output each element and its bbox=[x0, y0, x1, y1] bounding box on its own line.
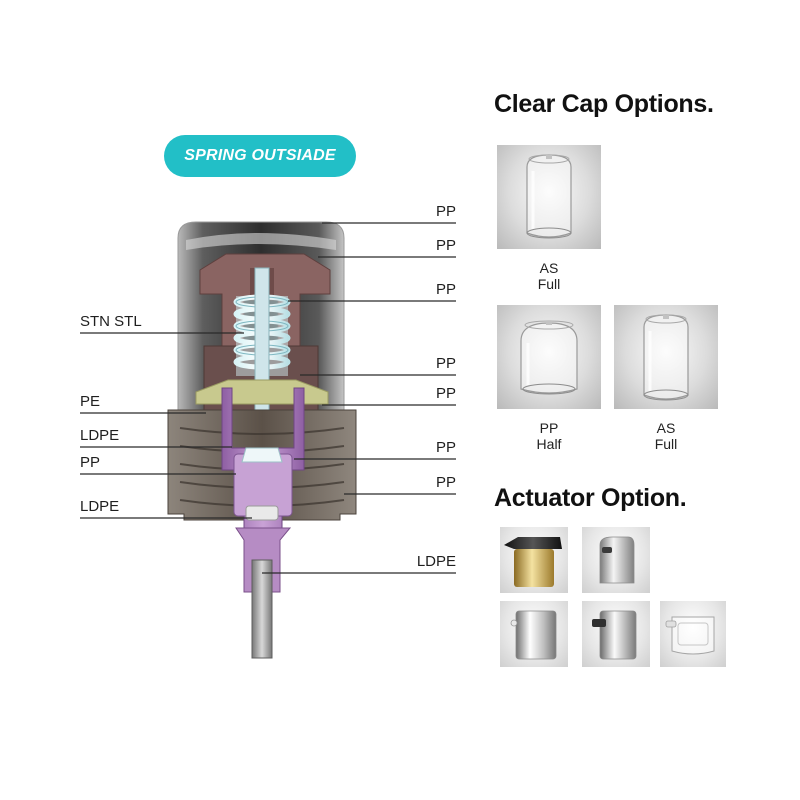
label-pp-3: PP bbox=[435, 281, 456, 298]
cap-type-label: Full bbox=[654, 436, 678, 452]
actuator-option-silver-flat[interactable] bbox=[500, 601, 568, 667]
label-pp-6: PP bbox=[435, 439, 456, 456]
label-ldpe-2: LDPE bbox=[80, 498, 120, 515]
clear-full-cap-icon bbox=[526, 154, 572, 239]
cap-material-label: AS bbox=[656, 420, 676, 436]
label-pp-left: PP bbox=[80, 454, 101, 471]
clear-half-cap-icon bbox=[520, 320, 578, 395]
clear-cap-pp-half-thumbnail[interactable] bbox=[497, 305, 601, 409]
actuator-option-gold[interactable] bbox=[500, 527, 568, 593]
silver-actuator-icon bbox=[599, 536, 635, 584]
actuator-option-title: Actuator Option. bbox=[494, 484, 687, 512]
clear-cap-pp-half-caption: PP Half bbox=[497, 420, 601, 452]
clear-cap-as-full-2-thumbnail[interactable] bbox=[614, 305, 718, 409]
gold-actuator-icon bbox=[504, 537, 562, 587]
cap-type-label: Full bbox=[537, 276, 561, 292]
label-pp-2: PP bbox=[435, 237, 456, 254]
clear-cap-as-full-1-thumbnail[interactable] bbox=[497, 145, 601, 249]
cap-material-label: AS bbox=[539, 260, 559, 276]
label-pp-1: PP bbox=[435, 203, 456, 220]
spring-outside-badge: SPRING OUTSIADE bbox=[164, 135, 356, 177]
clear-actuator-icon bbox=[665, 616, 715, 655]
silver-nozzle-actuator-icon bbox=[592, 610, 637, 660]
label-ldpe-right: LDPE bbox=[416, 553, 456, 570]
cap-type-label: Half bbox=[536, 436, 562, 452]
actuator-option-silver-nozzle[interactable] bbox=[582, 601, 650, 667]
pump-cross-section-diagram: SPRING OUTSIADE bbox=[80, 135, 456, 659]
cap-material-label: PP bbox=[539, 420, 559, 436]
clear-full-cap-icon bbox=[643, 314, 689, 401]
actuator-option-clear[interactable] bbox=[660, 601, 726, 667]
clear-cap-as-full-2-caption: AS Full bbox=[614, 420, 718, 452]
label-pe: PE bbox=[80, 393, 101, 410]
clear-cap-options-title: Clear Cap Options. bbox=[494, 90, 714, 118]
pump-cross-section-svg bbox=[80, 221, 456, 659]
label-pp-4: PP bbox=[435, 355, 456, 372]
label-stn-stl: STN STL bbox=[80, 313, 142, 330]
clear-cap-as-full-1-caption: AS Full bbox=[497, 260, 601, 292]
actuator-option-silver[interactable] bbox=[582, 527, 650, 593]
label-pp-7: PP bbox=[435, 474, 456, 491]
label-pp-5: PP bbox=[435, 385, 456, 402]
silver-flat-actuator-icon bbox=[510, 610, 557, 660]
label-ldpe-1: LDPE bbox=[80, 427, 120, 444]
